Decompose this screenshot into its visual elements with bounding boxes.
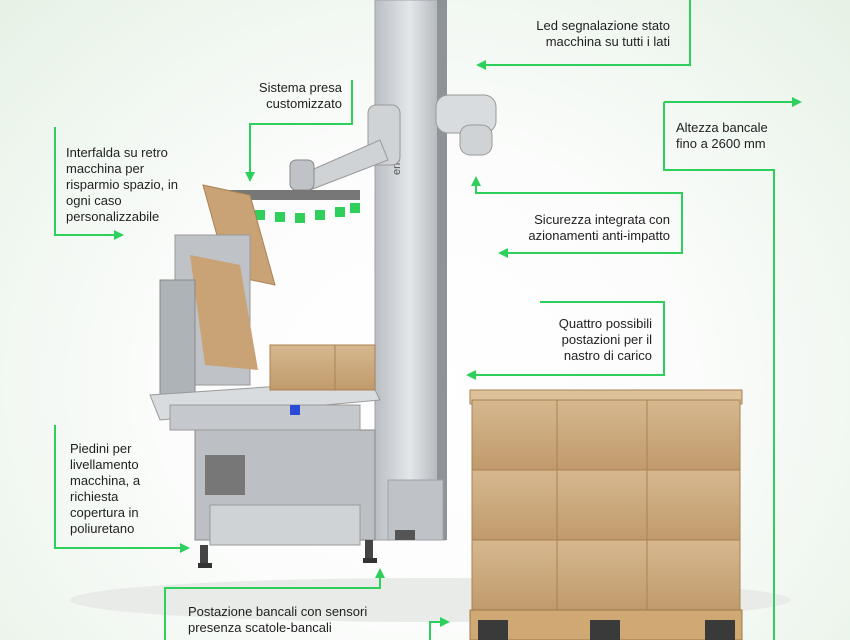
safety-label-line: Sicurezza integrata con (534, 212, 670, 227)
interlayer-label-line: macchina per (66, 161, 145, 176)
feet-label-line: poliuretano (70, 521, 135, 536)
robot-arm (289, 94, 497, 191)
feet-label-line: macchina, a (70, 473, 141, 488)
conveyor-boxes (269, 344, 376, 391)
safety-label: Sicurezza integrata con azionamenti anti… (480, 212, 670, 244)
wooden-pallet (469, 609, 743, 640)
stations-label-line: postazioni per il (561, 332, 652, 347)
interlayer-label-line: risparmio spazio, in (66, 177, 178, 192)
pallet-station-label-line: Postazione bancali con sensori (188, 604, 368, 619)
pallet-station-label: Postazione bancali con sensori presenza … (188, 604, 428, 636)
led-label-line: Led segnalazione stato (536, 18, 670, 33)
stations-label-line: Quattro possibili (558, 316, 652, 331)
led-label-line: macchina su tutti i lati (545, 34, 670, 49)
led-label: Led segnalazione stato macchina su tutti… (470, 18, 670, 50)
height-label: Altezza bancale fino a 2600 mm (676, 120, 806, 152)
interlayer-label-line: personalizzabile (66, 209, 160, 224)
feet-label-line: livellamento (70, 457, 139, 472)
feet-label-line: copertura in (70, 505, 139, 520)
gripper-label: Sistema presa customizzato (220, 80, 342, 112)
stations-label-line: nastro di carico (563, 348, 652, 363)
gripper-label-line: customizzato (266, 96, 342, 111)
interlayer-label-line: ogni caso (66, 193, 122, 208)
feet-label-line: Piedini per (70, 441, 132, 456)
pallet-load (469, 389, 743, 611)
callout-lines (54, 0, 798, 640)
height-label-line: fino a 2600 mm (676, 136, 766, 151)
callout-arrows (114, 60, 802, 627)
safety-label-line: azionamenti anti-impatto (528, 228, 670, 243)
height-label-line: Altezza bancale (676, 120, 768, 135)
gripper-label-line: Sistema presa (258, 80, 342, 95)
stations-label: Quattro possibili postazioni per il nast… (520, 316, 652, 364)
interlayer-magazine (174, 234, 258, 386)
machine-base (159, 279, 377, 568)
interlayer-label: Interfalda su retro macchina per risparm… (66, 145, 206, 225)
feet-label-line: richiesta (70, 489, 119, 504)
interlayer-label-line: Interfalda su retro (66, 145, 168, 160)
pallet-station-label-line: presenza scatole-bancali (188, 620, 332, 635)
feet-label: Piedini per livellamento macchina, a ric… (70, 441, 180, 537)
